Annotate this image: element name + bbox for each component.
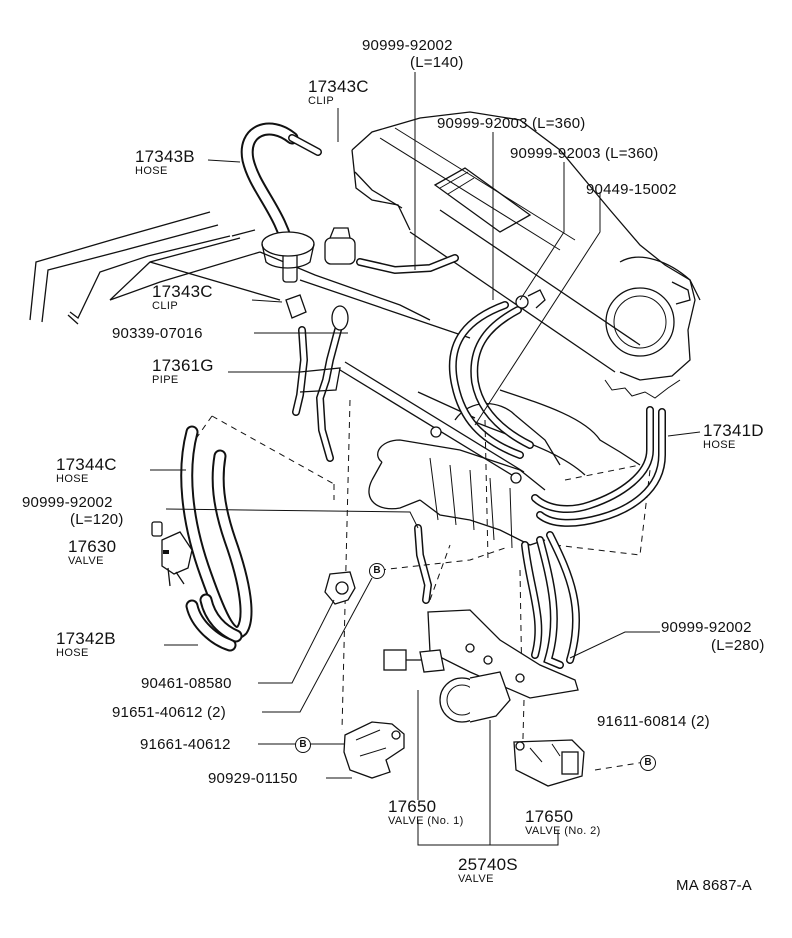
ref-marker-b-upper: B: [369, 563, 385, 579]
callout-90999-92002-l280-part: 90999-92002: [661, 619, 752, 636]
callout-90461-08580: 90461-08580: [141, 675, 232, 692]
bracket-90929: [343, 721, 405, 779]
ref-marker-b-right: B: [640, 755, 656, 771]
callout-17343c-top-part: 17343C: [308, 77, 369, 96]
callout-17343b-name: HOSE: [135, 165, 168, 177]
vsv-assembly: [383, 609, 585, 787]
valve-17630: [151, 521, 193, 587]
callout-17343b-part: 17343B: [135, 147, 195, 166]
callout-90999-92002-l120-note: (L=120): [70, 511, 124, 528]
callout-90449-15002: 90449-15002: [586, 181, 677, 198]
callout-17341d-part: 17341D: [703, 421, 764, 440]
callout-17361g-name: PIPE: [152, 374, 179, 386]
callout-17630-part: 17630: [68, 537, 117, 556]
callout-17342b-name: HOSE: [56, 647, 89, 659]
callout-90339-07016: 90339-07016: [112, 325, 203, 342]
callout-17341d-name: HOSE: [703, 439, 736, 451]
callout-17650-no2-name: VALVE (No. 2): [525, 825, 601, 837]
assembly-dash-lines: [194, 399, 646, 776]
drawing-code: MA 8687-A: [676, 877, 753, 894]
engine-outline: [351, 111, 701, 556]
callout-17343c-top-name: CLIP: [308, 95, 335, 107]
intake-manifold: [339, 361, 561, 549]
callout-25740s-name: VALVE: [458, 873, 494, 885]
callout-90999-92002-l140-part: 90999-92002: [362, 37, 453, 54]
callout-17343c-mid-part: 17343C: [152, 282, 213, 301]
hoses: [180, 122, 666, 669]
callout-17650-no2-part: 17650: [525, 807, 574, 826]
callout-17344c-name: HOSE: [56, 473, 89, 485]
callout-91651-40612: 91651-40612 (2): [112, 704, 226, 721]
callout-17630-name: VALVE: [68, 555, 104, 567]
callout-17342b-part: 17342B: [56, 629, 116, 648]
leader-lines: [150, 72, 701, 846]
pipe-17361g: [285, 294, 349, 462]
callout-17343c-mid-name: CLIP: [152, 300, 179, 312]
callout-90999-92002-l120-part: 90999-92002: [22, 494, 113, 511]
callout-90999-92002-l140-note: (L=140): [410, 54, 464, 71]
ref-marker-b-lower: B: [295, 737, 311, 753]
callout-17361g-part: 17361G: [152, 356, 214, 375]
callout-25740s-part: 25740S: [458, 855, 518, 874]
callout-90999-92003-b: 90999-92003 (L=360): [510, 145, 659, 162]
callout-91661-40612: 91661-40612: [140, 736, 231, 753]
callout-17650-no1-name: VALVE (No. 1): [388, 815, 464, 827]
clip-90461: [324, 571, 356, 605]
body-panel-lines: [29, 211, 471, 339]
callout-90999-92002-l280-note: (L=280): [711, 637, 765, 654]
callout-17344c-part: 17344C: [56, 455, 117, 474]
callout-90999-92003-a: 90999-92003 (L=360): [437, 115, 586, 132]
callout-90929-01150: 90929-01150: [208, 770, 298, 787]
callout-91611-60814: 91611-60814 (2): [597, 713, 710, 730]
callout-17650-no1-part: 17650: [388, 797, 437, 816]
